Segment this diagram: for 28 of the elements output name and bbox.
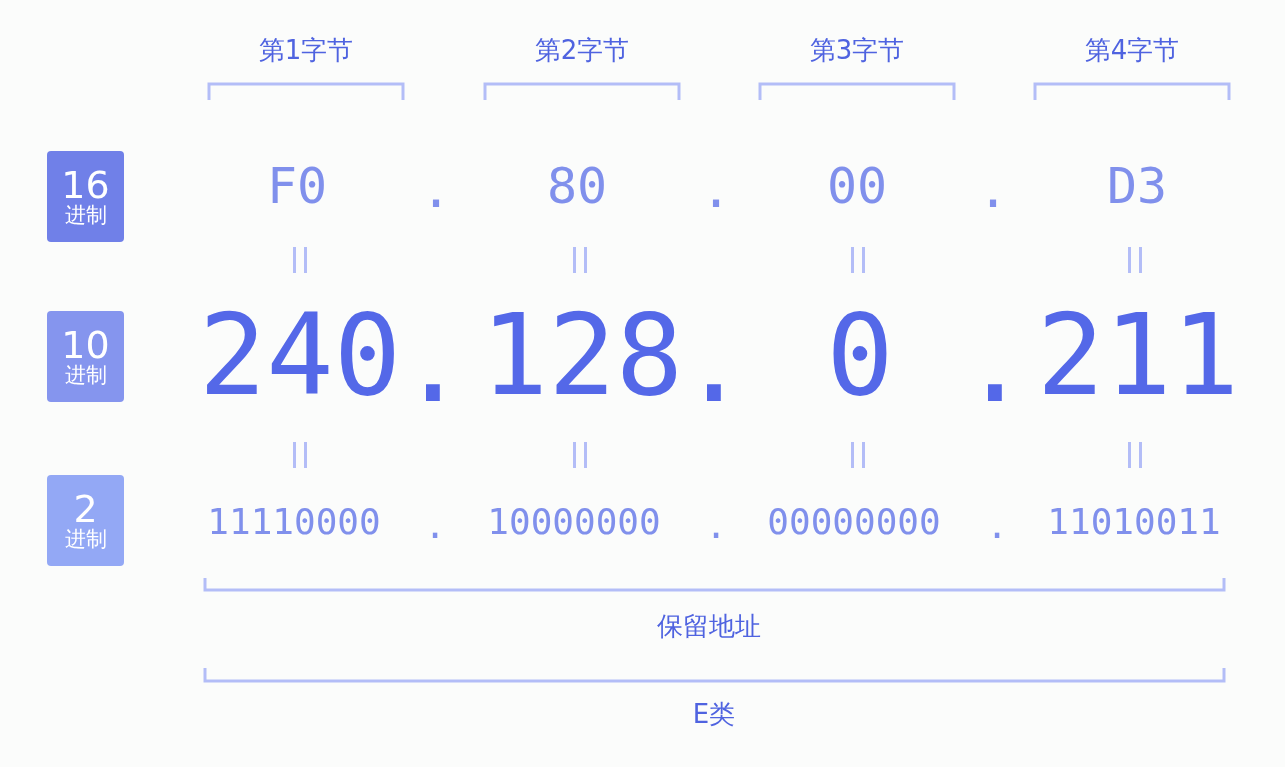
separator-dot: . — [424, 508, 446, 544]
hex-value: F0 — [266, 161, 328, 211]
separator-dot: . — [420, 165, 452, 215]
base-badge: 16 进制 — [47, 151, 124, 242]
separator-dot: . — [700, 165, 732, 215]
byte-heading: 第2字节 — [534, 37, 630, 63]
separator-dot: . — [977, 165, 1009, 215]
hex-value: 80 — [546, 161, 608, 211]
binary-value: 11010011 — [1047, 504, 1221, 540]
decimal-value: 240 — [198, 299, 402, 411]
separator-dot: . — [986, 508, 1008, 544]
byte-heading: 第1字节 — [258, 37, 354, 63]
base-badge: 10 进制 — [47, 311, 124, 402]
range-label: E类 — [692, 701, 736, 727]
base-badge: 2 进制 — [47, 475, 124, 566]
decimal-value: 211 — [1036, 299, 1240, 411]
range-label: 保留地址 — [657, 613, 761, 639]
byte-heading: 第4字节 — [1084, 37, 1180, 63]
binary-value: 11110000 — [207, 504, 381, 540]
separator-dot: . — [705, 508, 727, 544]
binary-value: 10000000 — [487, 504, 661, 540]
decimal-value: 0 — [826, 299, 894, 411]
binary-value: 00000000 — [767, 504, 941, 540]
byte-heading: 第3字节 — [809, 37, 905, 63]
separator-dot: . — [399, 306, 467, 418]
hex-value: 00 — [826, 161, 888, 211]
hex-value: D3 — [1106, 161, 1168, 211]
separator-dot: . — [961, 306, 1029, 418]
